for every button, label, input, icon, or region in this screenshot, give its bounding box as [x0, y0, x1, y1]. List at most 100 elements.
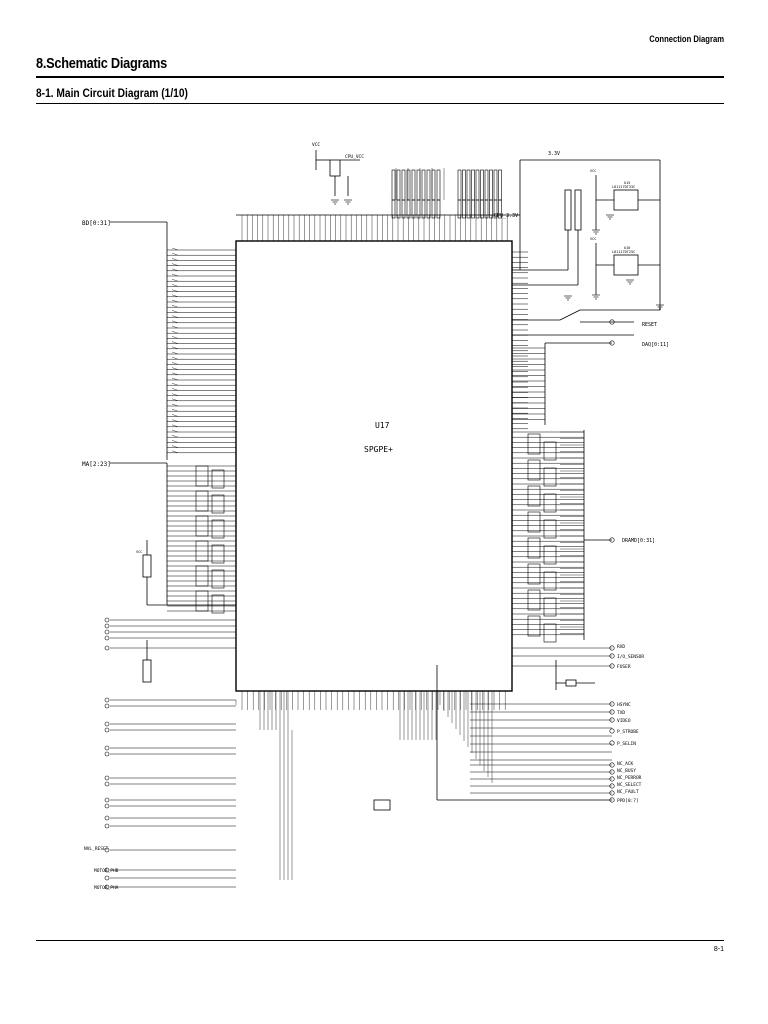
component: [527, 511, 541, 533]
footer-rule: [36, 940, 724, 941]
component: [406, 169, 411, 201]
component: [426, 169, 431, 201]
component: [211, 519, 225, 539]
regulator-u16: [613, 254, 639, 276]
component: [406, 199, 411, 219]
wire: [171, 393, 179, 396]
connector: [104, 847, 110, 853]
connector: [104, 623, 110, 629]
component: [543, 597, 557, 617]
connector: [609, 319, 615, 325]
connector: [104, 629, 110, 635]
connector: [104, 884, 110, 890]
net-ppd: PPD[0:7]: [617, 798, 639, 804]
connector: [104, 875, 110, 881]
ic-part-label: SPGPE+: [364, 445, 393, 454]
component: [436, 169, 441, 201]
connector: [104, 781, 110, 787]
wire: [171, 429, 179, 433]
component: [543, 493, 557, 513]
connector: [104, 745, 110, 751]
wire: [171, 435, 179, 438]
component: [195, 515, 209, 537]
wire: [171, 377, 179, 381]
wire: [171, 357, 179, 360]
component: [543, 467, 557, 487]
regulator-u15: [613, 189, 639, 211]
connector: [104, 867, 110, 873]
component: [543, 441, 557, 461]
wire: [171, 268, 179, 271]
component: [543, 623, 557, 643]
wire: [171, 419, 179, 422]
wire: [171, 440, 179, 443]
component: [543, 571, 557, 591]
connector: [104, 645, 110, 651]
component: [421, 199, 426, 219]
wire: [171, 325, 179, 329]
component: [211, 569, 225, 589]
component: [471, 199, 475, 219]
section-header: Connection Diagram: [649, 34, 724, 44]
wire: [171, 346, 179, 349]
net-nc-busy: NC_BUSY: [617, 768, 636, 774]
component: [195, 590, 209, 612]
wire: [171, 383, 179, 386]
wire: [171, 279, 179, 282]
component: [195, 490, 209, 512]
component: [466, 199, 471, 219]
wire: [171, 336, 179, 339]
component: [211, 469, 225, 489]
wire: [171, 320, 179, 323]
component: [498, 169, 502, 201]
component: [431, 169, 436, 201]
connector: [609, 340, 615, 346]
net-txd: TXD: [617, 710, 625, 716]
component: [416, 169, 421, 201]
component: [211, 594, 225, 614]
component: [527, 615, 541, 637]
component: [401, 169, 406, 201]
connector: [609, 797, 615, 803]
net-fuser: FUSER: [617, 664, 631, 670]
component: [493, 199, 498, 219]
connector: [104, 815, 110, 821]
wire: [171, 258, 179, 261]
net-vcc-left: VCC: [136, 550, 142, 554]
wire: [171, 341, 179, 344]
net-hsync: HSYNC: [617, 702, 631, 708]
connector: [104, 635, 110, 641]
net-nc-fault: NC_FAULT: [617, 789, 639, 795]
component: [411, 199, 416, 219]
wire: [171, 273, 179, 277]
reg2-part: LD1117DT25C: [612, 250, 635, 254]
wire: [171, 450, 179, 453]
wire: [171, 414, 179, 417]
net-cpu-3v3: CPU_3.3V: [494, 213, 518, 219]
component: [543, 519, 557, 539]
net-ma: MA[2:23]: [82, 461, 111, 468]
net-rxd: RXD: [617, 644, 625, 650]
net-vcc-top: VCC: [312, 142, 320, 148]
wire: [171, 403, 179, 407]
component: [401, 199, 406, 219]
wire: [171, 299, 179, 303]
net-daq: DAQ[0:11]: [642, 342, 669, 348]
component: [211, 494, 225, 514]
component: [466, 169, 471, 201]
net-reset: RESET: [642, 322, 657, 328]
component: [543, 545, 557, 565]
component: [411, 169, 416, 201]
reg1-part: LD1117DT33C: [612, 185, 635, 189]
wire: [171, 315, 179, 318]
connector: [104, 697, 110, 703]
net-nc-ack: NC_ACK: [617, 761, 634, 767]
component: [426, 199, 431, 219]
connector: [104, 727, 110, 733]
component: [527, 459, 541, 481]
wire: [171, 398, 179, 401]
component: [431, 199, 436, 219]
connector: [609, 537, 615, 543]
ic-ref-label: U17: [375, 421, 390, 430]
